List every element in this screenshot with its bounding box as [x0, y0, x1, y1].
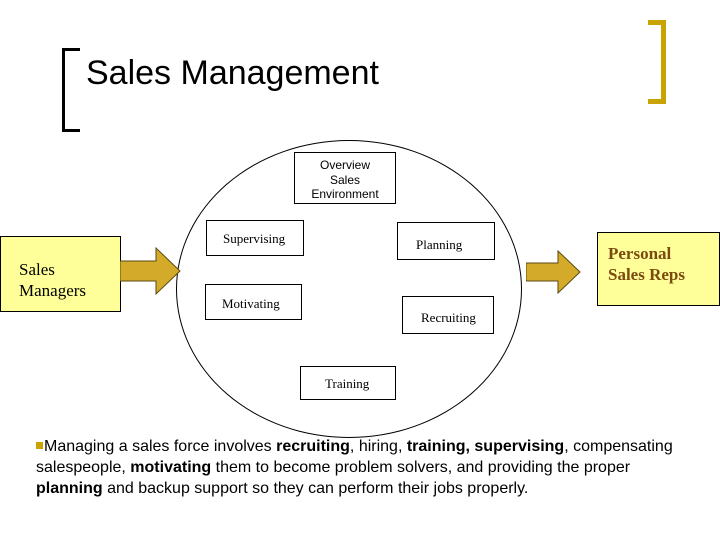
overview-box: Overview Sales Environment	[294, 152, 396, 204]
overview-line-1: Overview	[319, 158, 370, 172]
personal-sales-reps-line-2: Sales Reps	[608, 265, 685, 284]
planning-box: Planning	[397, 222, 495, 260]
motivating-box: Motivating	[205, 284, 302, 320]
sales-managers-line-2: Managers	[19, 281, 87, 300]
body-text-1: Managing a sales force involves	[44, 438, 277, 455]
body-text-5: and backup support so they can perform t…	[102, 480, 529, 497]
recruiting-box: Recruiting	[402, 296, 494, 334]
overview-line-2: Sales	[329, 172, 361, 187]
title-bracket-right	[648, 20, 666, 104]
overview-line-3: Environment	[311, 187, 379, 201]
body-bold-motivating: motivating	[130, 459, 212, 476]
supervising-label: Supervising	[223, 231, 286, 246]
body-text-3: , compensating salespeople,	[36, 438, 673, 476]
recruiting-label: Recruiting	[421, 310, 476, 325]
title-bracket-left	[62, 48, 80, 132]
personal-sales-reps-line-1: Personal	[608, 244, 672, 263]
training-box: Training	[300, 366, 396, 400]
slide-title: Sales Management	[86, 54, 379, 92]
body-text-4: them to become problem solvers, and prov…	[211, 459, 631, 476]
body-paragraph: Managing a sales force involves recruiti…	[36, 436, 696, 499]
sales-managers-box: Sales Managers	[0, 236, 121, 312]
body-bold-training-supervising: training, supervising	[406, 438, 565, 455]
supervising-box: Supervising	[206, 220, 304, 256]
personal-sales-reps-box: Personal Sales Reps	[597, 232, 720, 306]
body-bold-planning: planning	[36, 480, 103, 497]
bullet-icon	[36, 442, 43, 449]
training-label: Training	[325, 376, 370, 391]
body-bold-recruiting: recruiting	[276, 438, 350, 455]
planning-label: Planning	[416, 237, 463, 252]
activity-circle	[176, 140, 522, 438]
sales-managers-line-1: Sales	[19, 260, 55, 279]
motivating-label: Motivating	[222, 296, 280, 311]
arrow-left-icon	[120, 246, 181, 296]
body-text-2: , hiring,	[349, 438, 407, 455]
arrow-right-icon	[526, 250, 581, 294]
